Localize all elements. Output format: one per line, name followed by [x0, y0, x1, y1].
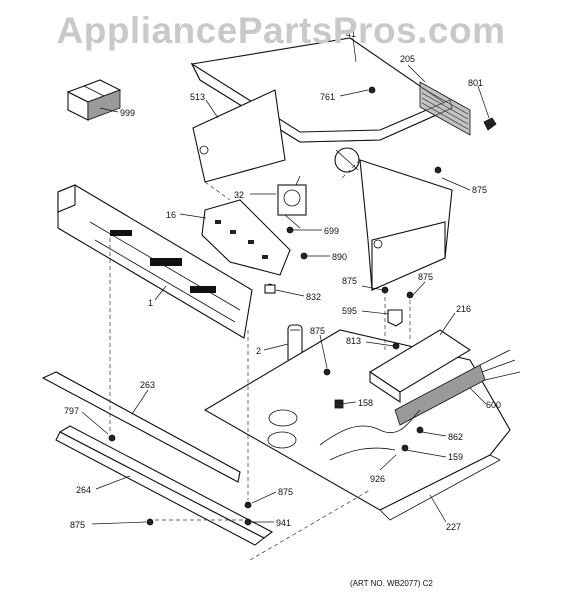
callout-761: 761 [320, 92, 335, 102]
callout-600: 600 [486, 400, 501, 410]
trim-264 [55, 425, 274, 546]
callout-216: 216 [456, 304, 471, 314]
callout-862: 862 [448, 432, 463, 442]
callout-41: 41 [346, 29, 356, 39]
callout-264: 264 [76, 485, 91, 495]
callout-16: 16 [166, 210, 176, 220]
callout-999: 999 [120, 108, 135, 118]
callout-875: 875 [278, 487, 293, 497]
control-board-16 [201, 199, 291, 276]
callout-801: 801 [468, 78, 483, 88]
leader-lines [81, 37, 490, 525]
guide-lines [109, 238, 411, 561]
art-number: (ART NO. WB2077) C2 [350, 579, 433, 588]
trim-263 [41, 371, 241, 483]
box-999 [66, 79, 122, 121]
screw-801 [483, 117, 497, 131]
callout-595: 595 [342, 306, 357, 316]
right-body [339, 159, 453, 291]
callout-32: 32 [234, 190, 244, 200]
callout-513: 513 [190, 92, 205, 102]
callout-159: 159 [448, 452, 463, 462]
callout-1: 1 [148, 298, 153, 308]
callout-227: 227 [446, 522, 461, 532]
base-plate-227 [203, 329, 511, 521]
callout-labels: 41 205 801 999 513 761 875 32 16 699 890… [64, 29, 501, 532]
watermark: AppliancePartsPros.com [56, 10, 506, 51]
screws [108, 86, 442, 526]
side-panel-513 [192, 89, 286, 201]
callout-699: 699 [324, 226, 339, 236]
callout-2: 2 [256, 346, 261, 356]
callout-875: 875 [310, 326, 325, 336]
wire-harness [319, 399, 421, 461]
terminal-block-600 [394, 349, 521, 426]
callout-926: 926 [370, 474, 385, 484]
callout-875: 875 [472, 185, 487, 195]
callout-263: 263 [140, 380, 155, 390]
callout-941: 941 [276, 518, 291, 528]
vent-grille-205 [419, 81, 471, 136]
cover-216 [368, 329, 472, 404]
callout-832: 832 [306, 292, 321, 302]
callout-875: 875 [70, 520, 85, 530]
callout-797: 797 [64, 406, 79, 416]
blower-32 [277, 175, 307, 229]
callout-158: 158 [358, 398, 373, 408]
callout-813: 813 [346, 336, 361, 346]
control-panel-1 [57, 184, 253, 339]
clip-832 [264, 284, 276, 294]
callout-875: 875 [342, 276, 357, 286]
clip-595 [387, 309, 403, 327]
callout-890: 890 [332, 252, 347, 262]
callout-205: 205 [400, 54, 415, 64]
callout-875: 875 [418, 272, 433, 282]
